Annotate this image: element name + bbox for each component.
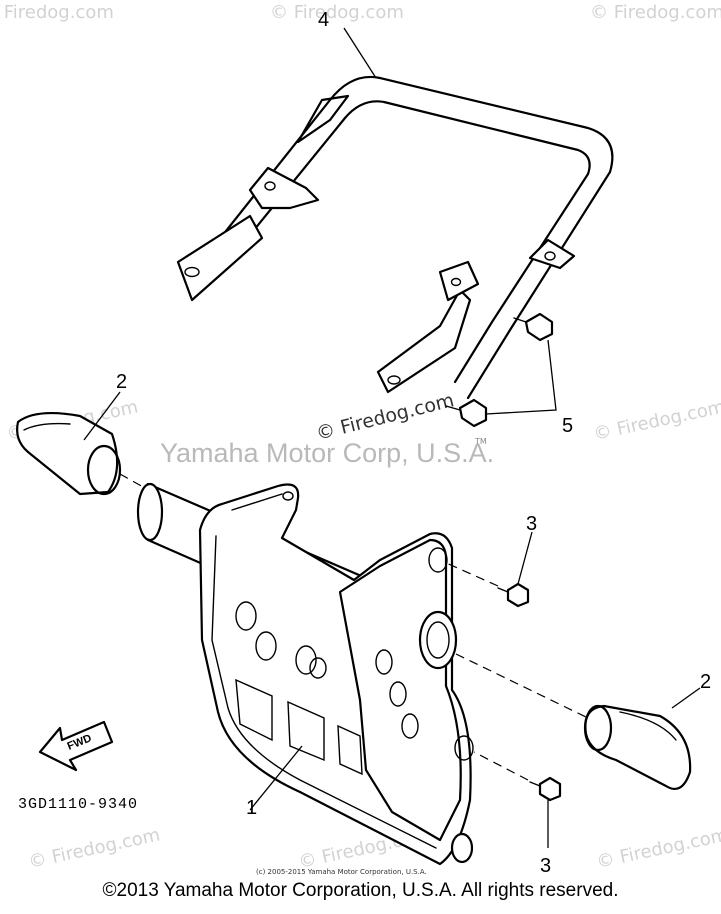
watermark-text: © Firedog.com xyxy=(0,2,114,23)
watermark-text: © Firedog.com xyxy=(27,825,162,873)
leader-line xyxy=(343,27,377,79)
grab-bar-part xyxy=(176,75,614,400)
callout-5: 5 xyxy=(562,415,573,437)
watermark-text: © Firedog.com xyxy=(270,2,404,23)
trademark-mark: TM xyxy=(474,437,487,446)
bumper-plate-part xyxy=(136,482,589,866)
bolt-lower-part xyxy=(473,751,562,848)
small-copyright: (c) 2005-2015 Yamaha Motor Corporation, … xyxy=(256,868,427,876)
firedog-watermark: © Firedog.com xyxy=(314,389,456,445)
end-cap-left-part xyxy=(16,412,153,496)
bolt-upper-part xyxy=(443,531,533,608)
bolt-pair-part xyxy=(445,312,557,428)
watermark-text: © Firedog.com xyxy=(590,2,721,23)
end-cap-right-part xyxy=(583,687,701,790)
leader-line xyxy=(83,391,121,441)
corporation-watermark: Yamaha Motor Corp, U.S.A. xyxy=(160,438,494,468)
forward-arrow-icon xyxy=(38,720,114,772)
callout-2-left: 2 xyxy=(116,371,127,393)
callout-2-right: 2 xyxy=(700,671,711,693)
forward-direction-indicator: FWD xyxy=(38,720,114,772)
callout-3-upper: 3 xyxy=(526,513,537,535)
watermark-text: © Firedog.com xyxy=(595,825,721,873)
watermark-text: © Firedog.com xyxy=(592,397,721,445)
callout-4: 4 xyxy=(318,9,329,31)
callout-3-lower: 3 xyxy=(540,855,551,877)
callout-1: 1 xyxy=(246,797,257,819)
part-code: 3GD1110-9340 xyxy=(18,796,138,813)
footer-copyright: ©2013 Yamaha Motor Corporation, U.S.A. A… xyxy=(102,880,619,901)
